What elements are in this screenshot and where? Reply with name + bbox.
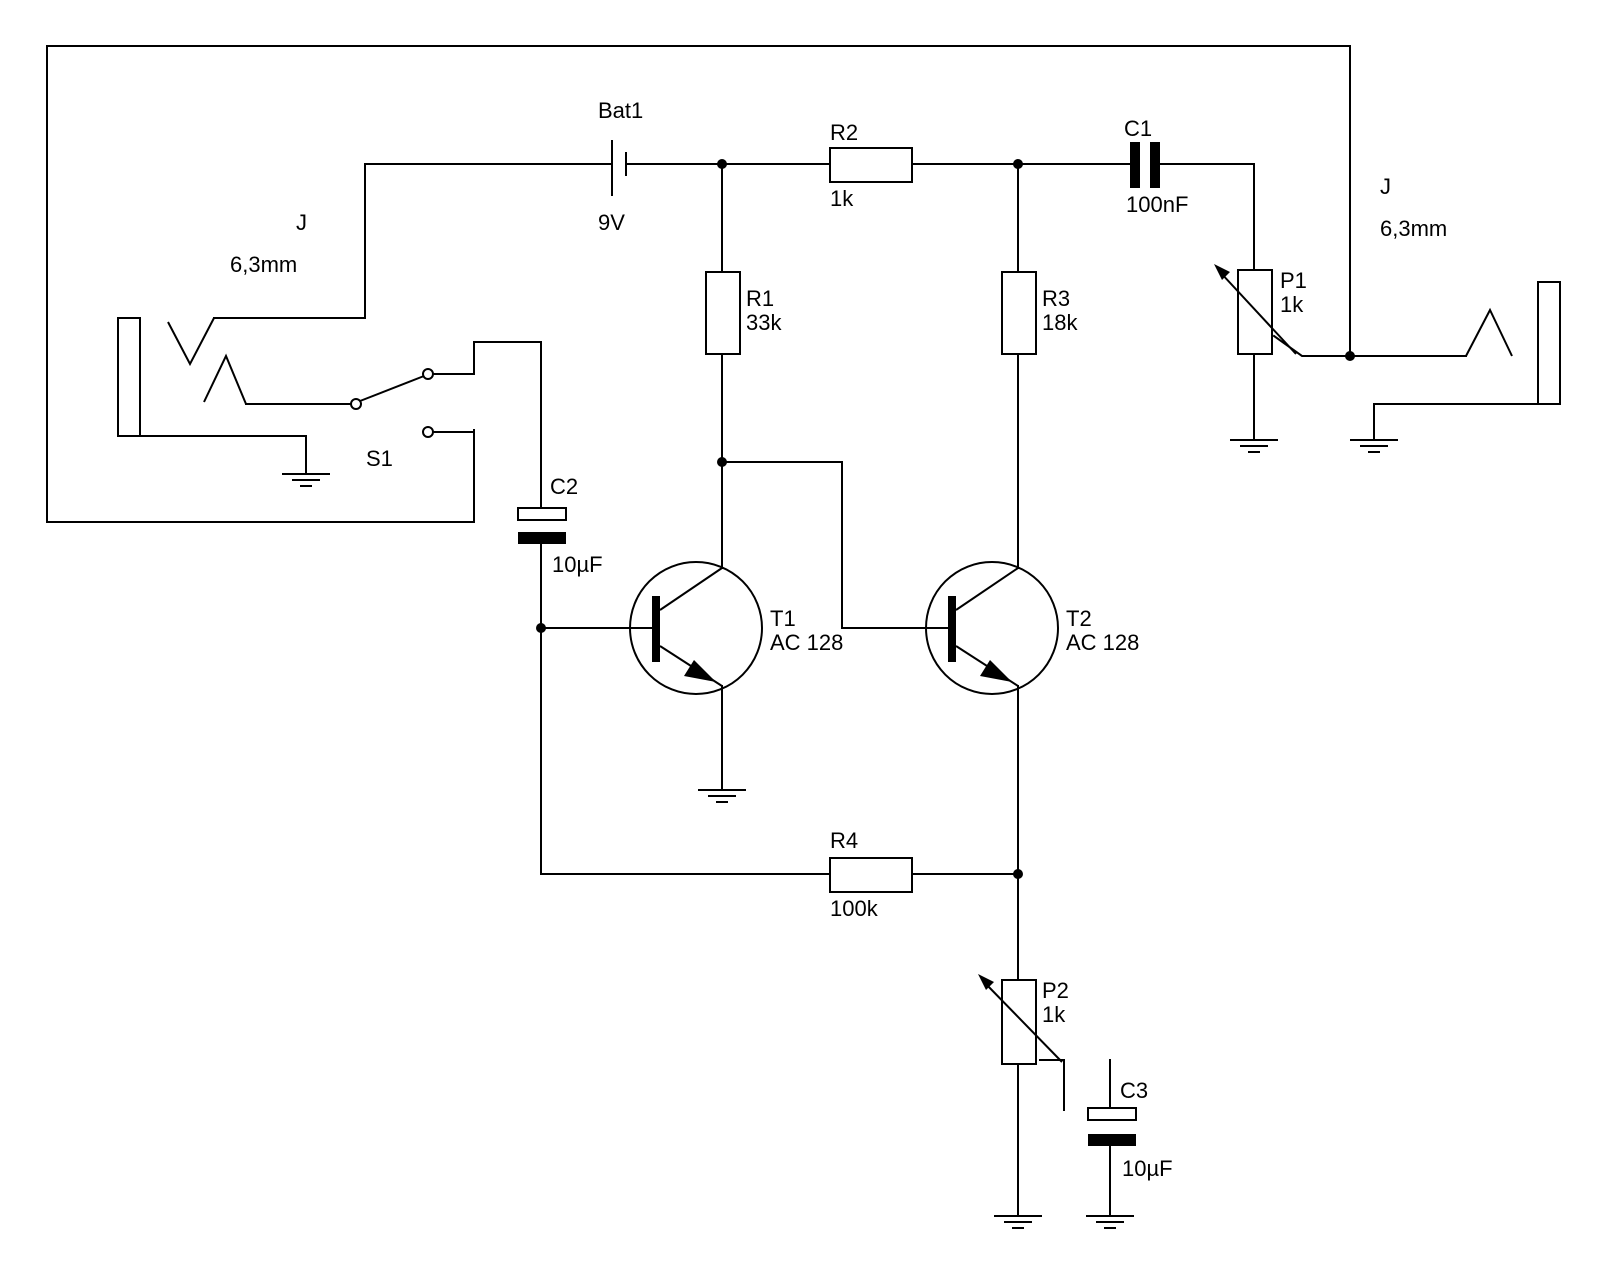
jack-out-sleeve-bar xyxy=(1537,281,1561,405)
ground-icon xyxy=(994,1215,1042,1229)
p1-ref-label: P1 xyxy=(1280,268,1307,293)
resistor-r3 xyxy=(1001,271,1037,355)
t2-envelope xyxy=(925,561,1059,695)
switch-lower-terminal xyxy=(422,426,434,438)
wires xyxy=(46,45,1539,1217)
p2-body xyxy=(1001,979,1037,1065)
p2-ref-label: P2 xyxy=(1042,978,1069,1003)
wire-p2-wiper-to-c3 xyxy=(1039,1059,1065,1111)
wire-p1-wiper-to-jack-out xyxy=(1272,334,1467,357)
potentiometer-p1 xyxy=(1214,264,1297,355)
junction-dot xyxy=(1345,351,1355,361)
wire-t1-collector-to-t2-base xyxy=(721,461,931,629)
transistor-t1 xyxy=(629,561,763,695)
c3-plate-solid xyxy=(1088,1134,1136,1146)
wire-c1-to-p1 xyxy=(1159,163,1255,271)
c1-plate-left xyxy=(1130,142,1140,188)
battery-ref-label: Bat1 xyxy=(598,98,643,123)
wire-switch-to-c2 xyxy=(473,341,542,509)
t1-base-bar xyxy=(652,596,660,662)
ground-icon xyxy=(1350,439,1398,453)
junction-dot xyxy=(717,457,727,467)
battery-bat1 xyxy=(611,140,627,196)
ground-icon xyxy=(698,789,746,803)
jack-out-value-label: 6,3mm xyxy=(1380,216,1447,241)
switch-upper-terminal xyxy=(422,368,434,380)
jack-out-tip-contact xyxy=(1465,307,1513,357)
r1-value-label: 33k xyxy=(746,310,782,335)
capacitor-c3 xyxy=(1087,1107,1137,1146)
r3-value-label: 18k xyxy=(1042,310,1078,335)
junction-dot xyxy=(717,159,727,169)
jack-in-ring-contact xyxy=(203,353,247,405)
t1-envelope xyxy=(629,561,763,695)
wire-jack-out-sleeve-to-ground xyxy=(1373,403,1539,441)
jack-in-sleeve-bar xyxy=(117,317,141,437)
c2-value-label: 10µF xyxy=(552,552,603,577)
switch-common-terminal xyxy=(350,398,362,410)
switch-s1 xyxy=(350,368,475,438)
t2-value-label: AC 128 xyxy=(1066,630,1139,655)
r2-ref-label: R2 xyxy=(830,120,858,145)
ground-symbols xyxy=(282,439,1398,1229)
resistor-r2 xyxy=(829,147,913,183)
p2-value-label: 1k xyxy=(1042,1002,1066,1027)
p2-wiper-line xyxy=(983,981,1063,1063)
c3-plate-hollow xyxy=(1087,1107,1137,1121)
wire-jack-in-tip-to-battery xyxy=(213,163,613,319)
capacitor-c2 xyxy=(517,507,567,544)
t1-emitter-arrow xyxy=(684,660,716,682)
c2-ref-label: C2 xyxy=(550,474,578,499)
t1-collector-lead xyxy=(659,567,723,611)
p2-arrow-head xyxy=(978,974,994,990)
jack-in-ref-label: J xyxy=(296,210,307,235)
jack-in-tip-contact xyxy=(167,317,215,367)
t2-base-bar xyxy=(948,596,956,662)
t2-ref-label: T2 xyxy=(1066,606,1092,631)
ground-icon xyxy=(1230,439,1278,453)
junction-dot xyxy=(536,623,546,633)
p1-value-label: 1k xyxy=(1280,292,1304,317)
junction-dot xyxy=(1013,869,1023,879)
c3-ref-label: C3 xyxy=(1120,1078,1148,1103)
jack-out-ref-label: J xyxy=(1380,174,1391,199)
ground-icon xyxy=(1086,1215,1134,1229)
potentiometer-p2 xyxy=(978,974,1063,1065)
c3-value-label: 10µF xyxy=(1122,1156,1173,1181)
transistor-t2 xyxy=(925,561,1059,695)
r4-ref-label: R4 xyxy=(830,828,858,853)
output-jack xyxy=(1465,281,1561,405)
wire-jack-in-sleeve-to-ground xyxy=(139,435,307,475)
r1-ref-label: R1 xyxy=(746,286,774,311)
p1-wiper-line xyxy=(1219,271,1297,355)
switch-lever xyxy=(359,375,425,402)
labels: J 6,3mm J 6,3mm Bat1 9V S1 R2 1k R1 33k … xyxy=(230,98,1447,1181)
t1-ref-label: T1 xyxy=(770,606,796,631)
p1-body xyxy=(1237,269,1273,355)
battery-value-label: 9V xyxy=(598,210,625,235)
ground-icon xyxy=(282,473,330,487)
c2-plate-solid xyxy=(518,532,566,544)
junction-dot xyxy=(1013,159,1023,169)
c1-value-label: 100nF xyxy=(1126,192,1188,217)
capacitor-c1 xyxy=(1130,142,1160,188)
input-jack xyxy=(117,317,247,437)
resistor-r1 xyxy=(705,271,741,355)
c1-ref-label: C1 xyxy=(1124,116,1152,141)
switch-ref-label: S1 xyxy=(366,446,393,471)
c1-plate-right xyxy=(1150,142,1160,188)
wire-outer-loop xyxy=(46,45,1351,523)
resistor-r4 xyxy=(829,857,913,893)
t2-emitter-arrow xyxy=(980,660,1012,682)
r2-value-label: 1k xyxy=(830,186,854,211)
r4-value-label: 100k xyxy=(830,896,879,921)
c2-plate-hollow xyxy=(517,507,567,521)
t1-value-label: AC 128 xyxy=(770,630,843,655)
p1-arrow-head xyxy=(1214,264,1230,280)
jack-in-value-label: 6,3mm xyxy=(230,252,297,277)
r3-ref-label: R3 xyxy=(1042,286,1070,311)
junctions xyxy=(536,159,1355,879)
t2-collector-lead xyxy=(955,567,1019,611)
